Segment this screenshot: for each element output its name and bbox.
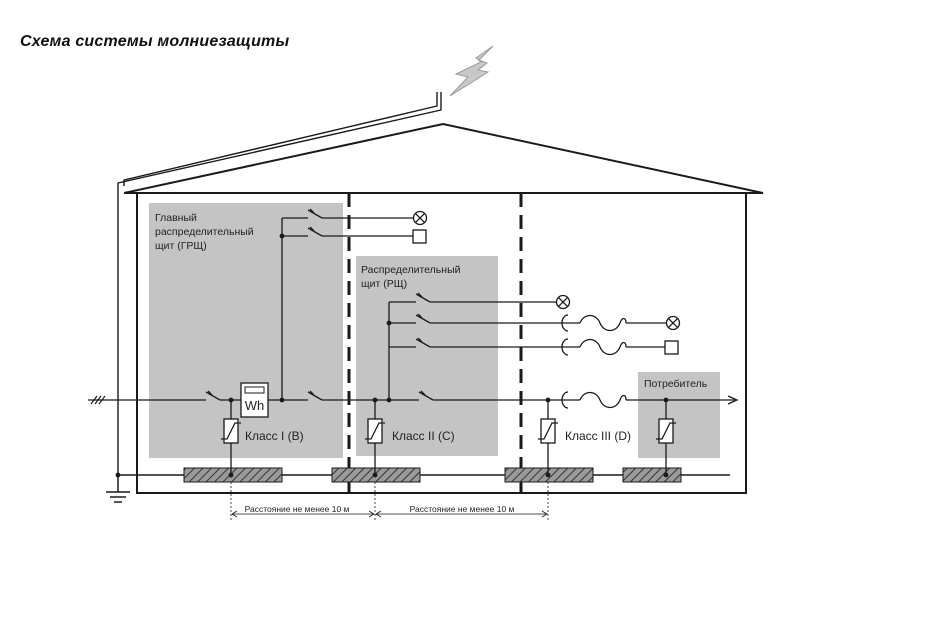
surge-arrester-icon <box>538 400 558 475</box>
lightning-rod <box>117 92 442 474</box>
lamp-icon <box>665 315 681 331</box>
junction-dots <box>115 233 669 478</box>
lightning-icon <box>449 45 494 97</box>
surge-arrester-icon <box>365 400 385 475</box>
switch-icon <box>205 390 434 401</box>
surge-arrester-icon <box>221 400 241 475</box>
diagram-title: Схема системы молниезащиты <box>20 33 290 50</box>
main-panel-branches <box>281 208 413 400</box>
main-panel-label-line2: распределительный <box>155 226 254 238</box>
cable-hash-icon <box>90 395 106 405</box>
distance-dimensions <box>230 482 549 520</box>
energy-meter: Wh <box>240 382 269 418</box>
distribution-panel-branches <box>388 292 666 400</box>
distance-label-1: Расстояние не менее 10 м <box>245 504 350 514</box>
distribution-panel-label-line2: щит (РЩ) <box>361 278 407 290</box>
meter-label: Wh <box>245 398 265 413</box>
socket-icon <box>664 340 679 355</box>
main-power-line <box>88 395 739 405</box>
surge-arrester-icon <box>656 400 676 475</box>
zone-separators <box>347 193 523 493</box>
main-panel-label-line1: Главный <box>155 212 197 224</box>
socket-icon <box>412 229 427 244</box>
inductor-icon <box>560 391 627 409</box>
consumer-panel-box <box>638 372 720 458</box>
lamp-icon <box>412 210 428 226</box>
distribution-panel-label-line1: Распределительный <box>361 264 461 276</box>
lamp-icon <box>555 294 571 310</box>
inductor-icon <box>560 314 627 332</box>
building-walls <box>136 193 747 494</box>
main-panel-label-line3: щит (ГРЩ) <box>155 240 207 252</box>
inductor-icon <box>560 338 627 356</box>
ground-icon <box>106 474 130 503</box>
building-roof <box>123 122 764 194</box>
consumer-label: Потребитель <box>644 378 708 390</box>
class-1-label: Класс I (B) <box>245 429 304 443</box>
distance-label-2: Расстояние не менее 10 м <box>410 504 515 514</box>
class-3-label: Класс III (D) <box>565 429 631 443</box>
class-2-label: Класс II (C) <box>392 429 455 443</box>
